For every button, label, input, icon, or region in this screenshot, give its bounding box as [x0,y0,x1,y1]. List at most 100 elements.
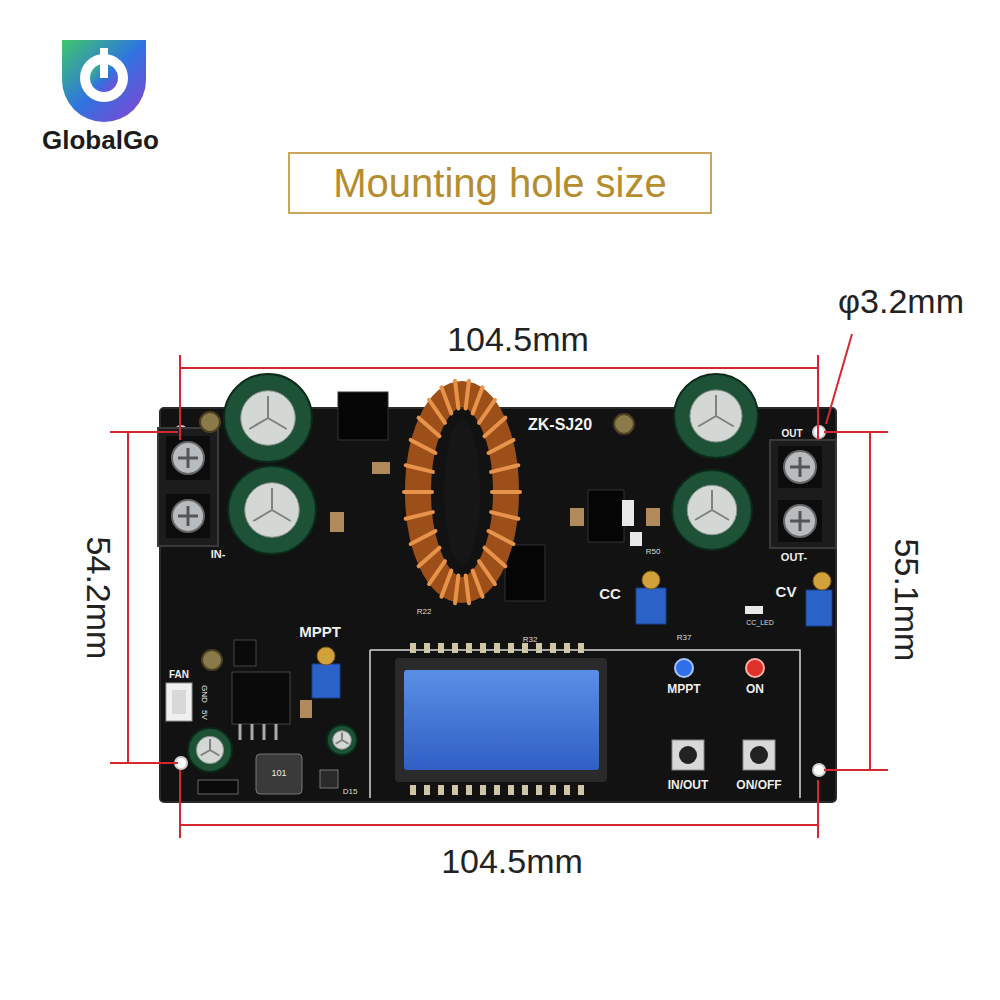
toroid-inductor [489,531,514,544]
toroid-inductor [444,420,480,564]
pin-name: 5V [200,710,209,720]
fan-connector [172,690,186,714]
toroid-inductor [441,571,451,597]
brand-logo [100,48,108,78]
electrolytic-capacitor [674,374,758,458]
silkscreen-label: MPPT [299,624,341,641]
part-reference: R50 [646,548,661,557]
electrolytic-capacitor [188,728,232,772]
electrolytic-capacitor [228,466,316,554]
silkscreen-label: CV [776,584,797,601]
smd-part [745,606,763,614]
toroid-inductor [479,561,495,584]
part-reference: R32 [523,636,538,645]
smd-inductor [256,754,302,794]
smd-part [320,770,338,788]
power-transistor [588,490,624,542]
toroid-inductor [455,575,458,603]
power-transistor [232,672,290,724]
power-transistor [240,724,276,740]
electrolytic-capacitor [690,390,742,442]
part-reference: R37 [677,634,692,643]
dimension-line [180,355,818,440]
smd-inductor [256,754,302,794]
terminal-block [770,440,836,548]
trim-potentiometer [813,572,831,590]
trim-potentiometer [317,647,335,665]
indicator-led [746,659,764,677]
dimension-label: 104.5mm [447,321,589,358]
silkscreen-label: OUT- [781,551,807,563]
pin-name: GND [200,685,209,703]
brand-name: GlobalGo [42,126,159,155]
dimension-label: 54.2mm [79,537,116,660]
toroid-inductor [419,418,440,437]
electrolytic-capacitor [188,374,758,772]
brand-logo [62,40,146,122]
electrolytic-capacitor [253,488,290,521]
toroid-inductor [473,387,483,413]
toroid-inductor [441,387,451,413]
part-reference: R22 [417,608,432,617]
lcd-display [410,785,590,795]
lcd-display [410,643,590,653]
smd-part [300,700,312,718]
smd-part [198,462,763,794]
push-button [743,740,775,770]
lcd-display [395,648,607,790]
toroid-inductor [429,561,445,584]
silkscreen-label: IN/OUT [668,779,709,792]
silkscreen-label: OUT [781,428,802,439]
toroid-inductor [429,400,445,423]
electrolytic-capacitor [224,374,312,462]
silkscreen-label: ON [746,683,764,696]
smd-part [198,780,238,794]
terminal-block [178,448,198,526]
dimension-label: 104.5mm [441,843,583,880]
indicator-led [675,659,693,677]
power-transistor [505,545,545,601]
silkscreen-label: MPPT [667,683,700,696]
silkscreen-label: IN- [211,548,226,560]
toroid-inductor [491,465,518,472]
pcb-board [370,650,800,798]
power-transistor [338,392,388,440]
lcd-display [395,658,607,782]
smd-part [630,532,642,546]
toroid-inductor [492,490,520,494]
push-button [750,746,768,764]
part-reference: 101 [271,769,286,779]
dimension-label: 55.1mm [887,539,924,662]
toroid-inductor [484,418,505,437]
toroid-inductor [411,531,436,544]
smd-part [570,508,584,526]
dimension-line [824,432,888,770]
board-model: ZK-SJ20 [528,416,592,434]
electrolytic-capacitor [698,395,734,427]
hole-diameter: φ3.2mm [838,283,964,320]
trim-potentiometer [806,590,832,626]
brass-screw [202,650,222,670]
lcd-display [404,670,599,770]
indicator-led [675,659,764,677]
dimension-line [110,432,178,763]
smd-part [372,462,390,474]
electrolytic-capacitor [245,483,300,538]
brass-screw [200,412,220,432]
toroid-inductor [411,440,436,453]
smd-part [646,508,660,526]
terminal-block [158,428,218,546]
trim-potentiometer [312,664,340,698]
electrolytic-capacitor [695,490,729,520]
toroid-inductor [404,490,432,494]
electrolytic-capacitor [196,736,223,763]
dimension-line [180,770,818,838]
toroid-inductor [466,381,469,409]
dimension-line [110,334,888,838]
toroid-inductor [455,381,458,409]
toroid-inductor [404,381,520,603]
smd-part [330,512,344,532]
brass-screw [614,414,634,434]
smd-part [622,500,634,526]
